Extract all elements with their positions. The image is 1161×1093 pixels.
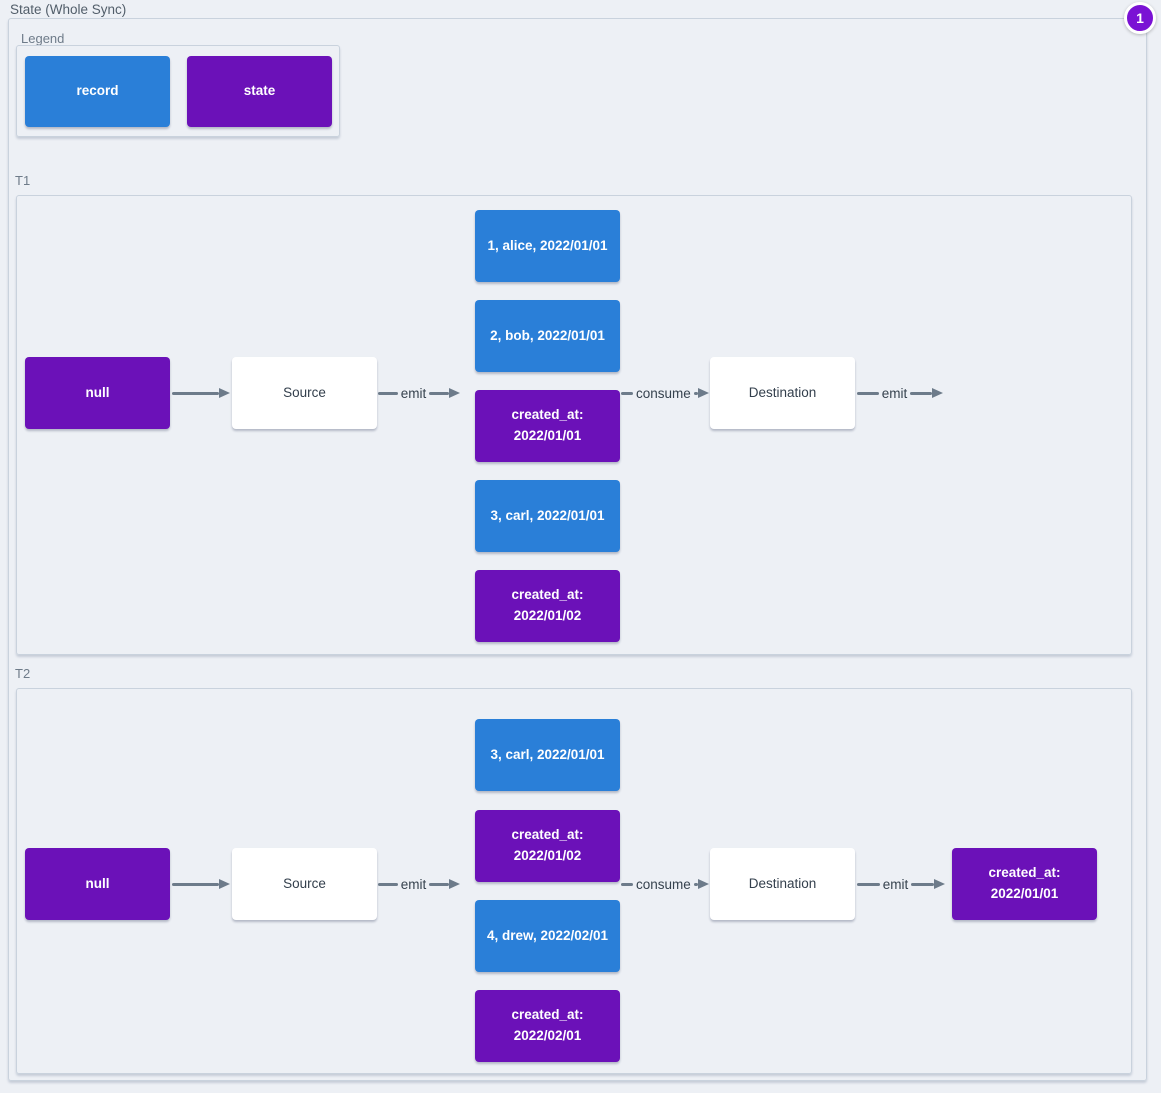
edge-emit-dest: emit	[857, 874, 946, 894]
record-node: 4, drew, 2022/02/01	[475, 900, 620, 972]
arrow-line	[621, 391, 633, 395]
annotation-badge[interactable]: 1	[1124, 2, 1156, 34]
node-source: Source	[232, 357, 377, 429]
edge-label: consume	[636, 876, 691, 892]
arrow-head-icon	[449, 879, 461, 889]
arrow-line	[911, 882, 935, 886]
edge-label: emit	[881, 385, 908, 401]
edge-label: consume	[636, 385, 691, 401]
edge-null-to-source	[172, 874, 230, 894]
edge-label: emit	[400, 876, 427, 892]
edge-label: emit	[882, 876, 909, 892]
edge-emit-dest: emit	[857, 383, 944, 403]
arrow-head-icon	[219, 879, 230, 889]
edge-emit-source: emit	[378, 874, 461, 894]
section-t2-label: T2	[15, 666, 31, 681]
arrow-line	[172, 882, 219, 886]
arrow-line	[621, 882, 633, 886]
edge-consume: consume	[621, 383, 709, 403]
arrow-line	[172, 391, 219, 395]
section-t1-label: T1	[15, 173, 31, 188]
edge-label: emit	[400, 385, 427, 401]
state-node: created_at: 2022/01/02	[475, 810, 620, 882]
section-t1-frame	[16, 195, 1132, 655]
node-destination: Destination	[710, 357, 855, 429]
state-node: created_at: 2022/02/01	[475, 990, 620, 1062]
arrow-line	[857, 882, 880, 886]
legend-state-node: state	[187, 56, 332, 127]
legend-frame	[16, 45, 340, 137]
record-node: 1, alice, 2022/01/01	[475, 210, 620, 282]
arrow-head-icon	[698, 879, 709, 889]
edge-consume: consume	[621, 874, 709, 894]
arrow-line	[429, 882, 450, 886]
node-null: null	[25, 848, 170, 920]
arrow-head-icon	[219, 388, 230, 398]
page-title: State (Whole Sync)	[10, 2, 127, 17]
arrow-line	[429, 391, 450, 395]
node-source: Source	[232, 848, 377, 920]
arrow-line	[378, 882, 398, 886]
edge-null-to-source	[172, 383, 230, 403]
edge-emit-source: emit	[378, 383, 461, 403]
whole-sync-frame	[8, 18, 1147, 1081]
record-node: 2, bob, 2022/01/01	[475, 300, 620, 372]
node-null: null	[25, 357, 170, 429]
arrow-head-icon	[449, 388, 461, 398]
arrow-line	[693, 882, 698, 886]
state-node: created_at: 2022/01/02	[475, 570, 620, 642]
node-destination: Destination	[710, 848, 855, 920]
arrow-head-icon	[698, 388, 709, 398]
section-t2-frame	[16, 688, 1132, 1074]
node-state-out: created_at: 2022/01/01	[952, 848, 1097, 920]
record-node: 3, carl, 2022/01/01	[475, 480, 620, 552]
arrow-line	[378, 391, 398, 395]
arrow-line	[693, 391, 698, 395]
arrow-head-icon	[934, 879, 946, 889]
record-node: 3, carl, 2022/01/01	[475, 719, 620, 791]
arrow-line	[910, 391, 933, 395]
legend-record-node: record	[25, 56, 170, 127]
arrow-head-icon	[932, 388, 944, 398]
legend-label: Legend	[21, 31, 65, 46]
state-node: created_at: 2022/01/01	[475, 390, 620, 462]
arrow-line	[857, 391, 879, 395]
